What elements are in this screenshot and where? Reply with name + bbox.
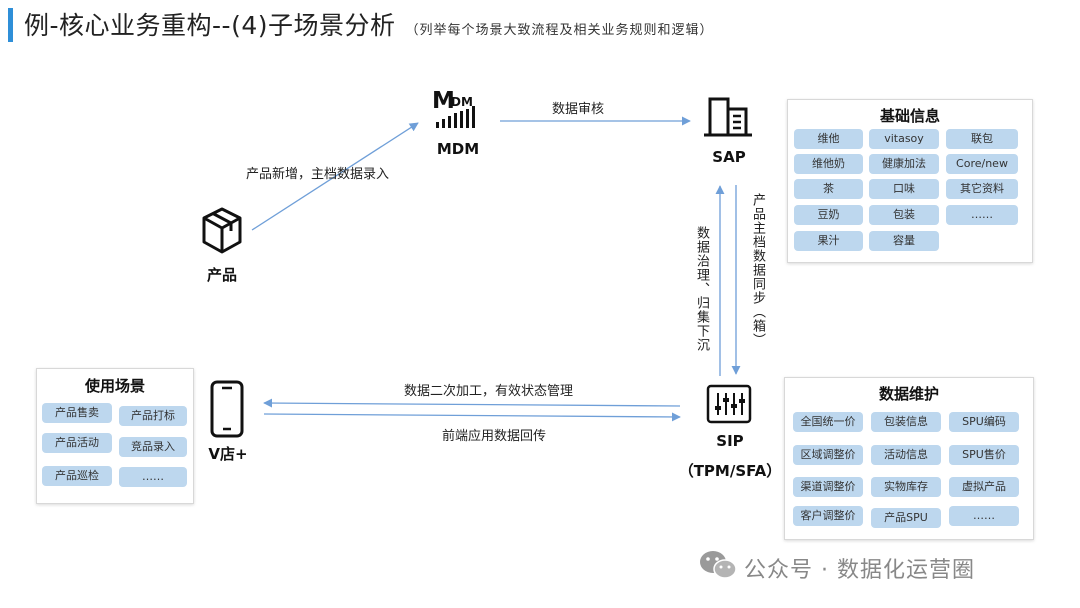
data-maintenance-tag: 全国统一价 [793,412,863,432]
mdm-logo-letter: M [432,88,455,114]
watermark-text: 公众号 · 数据化运营圈 [744,558,975,583]
data-maintenance-tag: 实物库存 [871,477,941,497]
data-maintenance-tag: …… [949,506,1019,526]
edge-product-to-mdm-label: 产品新增，主档数据录入 [246,167,390,182]
edge-sap-to-sip-label: 产品主档数据同步（箱） [750,193,765,347]
basic-info-panel: 基础信息 维他 vitasoy 联包 维他奶 健康加法 Core/new 茶 口… [787,99,1033,263]
arrow-sip-to-vshop [263,398,681,408]
mdm-label: MDM [436,140,480,158]
basic-info-tag: 包装 [869,205,939,225]
building-icon [704,97,752,137]
edge-sip-to-vshop-label: 数据二次加工，有效状态管理 [404,384,574,399]
usage-scenario-panel: 使用场景 产品售卖 产品打标 产品活动 竞品录入 产品巡检 …… [36,368,194,504]
basic-info-tag: vitasoy [869,129,939,149]
data-maintenance-tag: 包装信息 [871,412,941,432]
data-maintenance-tag: SPU编码 [949,412,1019,432]
basic-info-tag: 口味 [869,179,939,199]
basic-info-tag: 豆奶 [794,205,863,225]
basic-info-tag: 茶 [794,179,863,199]
sip-label: SIP [716,432,744,450]
data-maintenance-tag: 虚拟产品 [949,477,1019,497]
usage-scenario-tag: 竞品录入 [119,437,187,457]
data-maintenance-tag: 区域调整价 [793,445,863,465]
basic-info-tag: 维他 [794,129,863,149]
usage-scenario-tag: …… [119,467,187,487]
basic-info-tag: Core/new [946,154,1018,174]
basic-info-tag: 健康加法 [869,154,939,174]
mdm-logo-small: DM [451,95,473,109]
data-maintenance-title: 数据维护 [878,385,939,403]
page-title-main: 例-核心业务重构--(4)子场景分析 [24,11,396,40]
arrow-product-to-mdm [251,122,419,231]
page-title: 例-核心业务重构--(4)子场景分析 （列举每个场景大致流程及相关业务规则和逻辑） [24,6,714,42]
page-subtitle: （列举每个场景大致流程及相关业务规则和逻辑） [405,23,714,38]
sip-sublabel: （TPM/SFA） [678,462,782,480]
usage-scenario-tag: 产品售卖 [42,403,112,423]
basic-info-tag: 维他奶 [794,154,863,174]
data-maintenance-tag: SPU售价 [949,445,1019,465]
usage-scenario-tag: 产品打标 [119,406,187,426]
usage-scenario-title: 使用场景 [84,377,145,395]
data-maintenance-tag: 产品SPU [871,508,941,528]
sap-label: SAP [712,148,746,166]
sliders-panel-icon [706,384,752,424]
arrow-vshop-to-sip [263,412,681,422]
title-accent-bar [8,8,13,42]
usage-scenario-tag: 产品活动 [42,433,112,453]
product-label: 产品 [206,266,237,284]
edge-mdm-to-sap-label: 数据审核 [552,102,605,117]
basic-info-tag: …… [946,205,1018,225]
box-icon [202,207,242,254]
edge-sip-to-sap-label: 数据治理、归集下沉 [694,226,709,352]
basic-info-tag: 其它资料 [946,179,1018,199]
edge-vshop-to-sip-label: 前端应用数据回传 [442,429,547,444]
basic-info-title: 基础信息 [879,107,940,125]
wechat-icon [700,551,737,579]
data-maintenance-panel: 数据维护 全国统一价 包装信息 SPU编码 区域调整价 活动信息 SPU售价 渠… [784,377,1034,540]
basic-info-tag: 果汁 [794,231,863,251]
basic-info-tag: 容量 [869,231,939,251]
usage-scenario-tag: 产品巡检 [42,466,112,486]
basic-info-tag: 联包 [946,129,1018,149]
data-maintenance-tag: 渠道调整价 [793,477,863,497]
mobile-phone-icon [210,380,244,438]
vshop-label: V店+ [208,445,248,463]
mdm-logo-icon: M DM [432,88,482,130]
data-maintenance-tag: 客户调整价 [793,506,863,526]
data-maintenance-tag: 活动信息 [871,445,941,465]
